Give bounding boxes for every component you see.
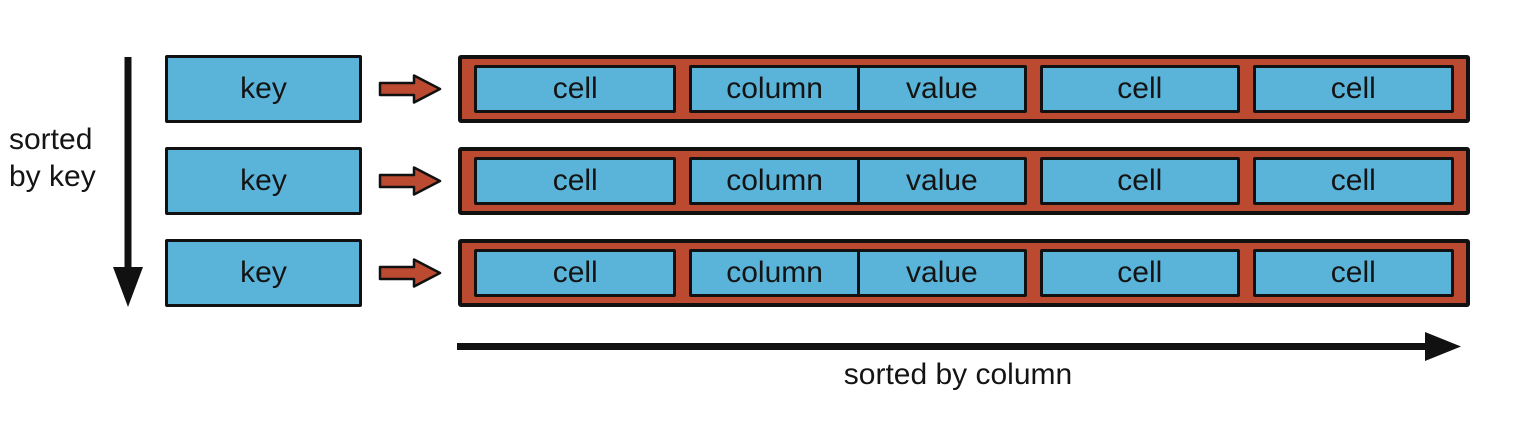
sorted-by-key-label: sorted by key bbox=[9, 121, 96, 195]
cell-box: cell bbox=[1040, 249, 1240, 297]
down-arrow-icon bbox=[113, 57, 143, 307]
column-box: column bbox=[726, 164, 823, 197]
column-value-box: column value bbox=[689, 249, 1028, 297]
key-box: key bbox=[165, 147, 362, 215]
right-block-arrow-icon bbox=[378, 74, 442, 104]
sorted-by-key-line2: by key bbox=[9, 160, 96, 193]
sorted-by-key-line1: sorted bbox=[9, 123, 93, 156]
column-value-box: column value bbox=[689, 157, 1028, 205]
key-box: key bbox=[165, 239, 362, 307]
cell-box: cell bbox=[1040, 65, 1240, 113]
cell-box: cell bbox=[1252, 65, 1454, 113]
column-box: column bbox=[726, 72, 823, 105]
cell-box: cell bbox=[474, 65, 677, 113]
row-container: cell column value cell cell bbox=[458, 239, 1470, 307]
value-box: value bbox=[856, 252, 1024, 294]
sorted-by-column-label: sorted by column bbox=[843, 358, 1073, 391]
row-container: cell column value cell cell bbox=[458, 147, 1470, 215]
key-box: key bbox=[165, 55, 362, 123]
right-arrow-icon bbox=[457, 332, 1461, 361]
value-box: value bbox=[856, 68, 1024, 110]
cell-box: cell bbox=[1252, 157, 1454, 205]
right-block-arrow-icon bbox=[378, 258, 442, 288]
column-box: column bbox=[726, 256, 823, 289]
value-box: value bbox=[856, 160, 1024, 202]
cell-box: cell bbox=[474, 157, 677, 205]
cell-box: cell bbox=[474, 249, 677, 297]
column-value-box: column value bbox=[689, 65, 1028, 113]
row-container: cell column value cell cell bbox=[458, 55, 1470, 123]
cell-box: cell bbox=[1040, 157, 1240, 205]
right-block-arrow-icon bbox=[378, 166, 442, 196]
cell-box: cell bbox=[1252, 249, 1454, 297]
